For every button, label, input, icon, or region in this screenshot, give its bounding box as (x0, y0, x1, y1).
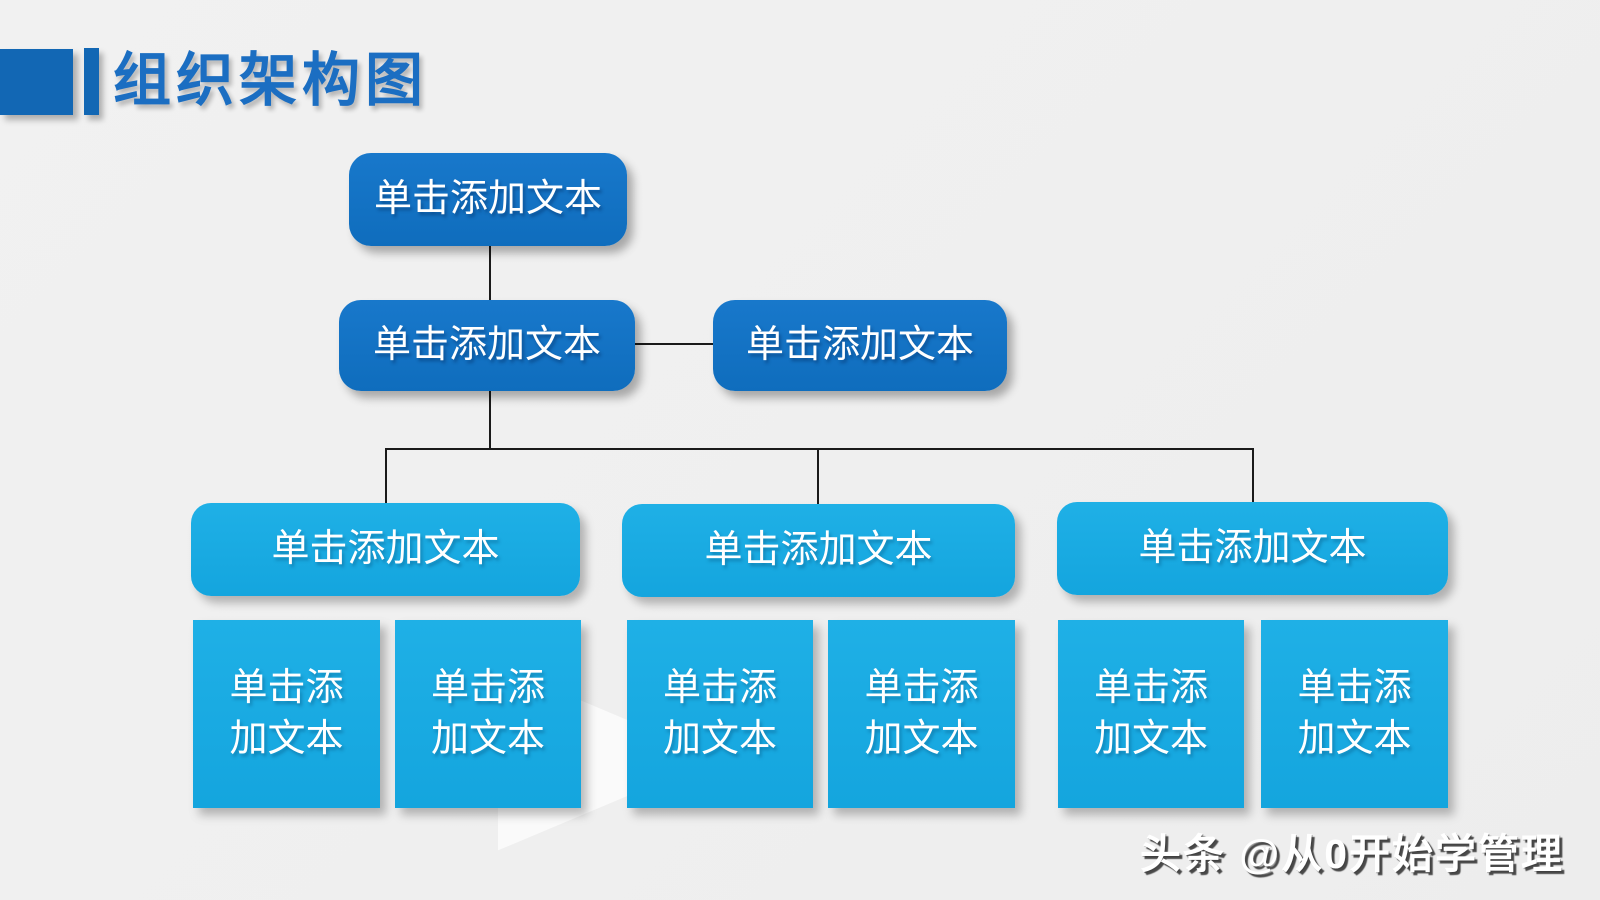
org-node-level2-2-label: 单击添加文本 (745, 323, 974, 366)
org-node-level2-2[interactable]: 单击添加文本 (713, 300, 1007, 391)
org-node-leaf-2[interactable]: 单击添加文本 (395, 620, 581, 808)
org-node-level3-1[interactable]: 单击添加文本 (191, 503, 580, 596)
org-node-leaf-2-label: 单击添加文本 (430, 667, 545, 760)
org-node-leaf-6-label: 单击添加文本 (1297, 667, 1412, 760)
title-accent-square (0, 49, 73, 115)
org-node-root-label: 单击添加文本 (373, 177, 602, 220)
org-node-leaf-5[interactable]: 单击添加文本 (1058, 620, 1244, 808)
org-node-leaf-1[interactable]: 单击添加文本 (193, 620, 380, 808)
org-node-leaf-6[interactable]: 单击添加文本 (1261, 620, 1448, 808)
watermark-text: 头条 @从0开始学管理 (1139, 831, 1564, 877)
org-node-level3-3-label: 单击添加文本 (1138, 526, 1367, 569)
org-node-root[interactable]: 单击添加文本 (349, 153, 627, 246)
page-title[interactable]: 组织架构图 (113, 48, 429, 113)
title-accent-bar (84, 48, 99, 115)
org-node-level3-3[interactable]: 单击添加文本 (1057, 502, 1448, 595)
org-node-level2-1-label: 单击添加文本 (372, 323, 601, 366)
org-node-leaf-1-label: 单击添加文本 (229, 667, 344, 760)
org-node-leaf-3[interactable]: 单击添加文本 (627, 620, 813, 808)
org-node-level2-1[interactable]: 单击添加文本 (339, 300, 635, 391)
org-node-leaf-4[interactable]: 单击添加文本 (828, 620, 1015, 808)
org-node-leaf-4-label: 单击添加文本 (864, 667, 979, 760)
org-node-leaf-3-label: 单击添加文本 (662, 667, 777, 760)
org-node-leaf-5-label: 单击添加文本 (1093, 667, 1208, 760)
org-node-level3-2[interactable]: 单击添加文本 (622, 504, 1015, 597)
org-node-level3-1-label: 单击添加文本 (271, 527, 500, 570)
org-node-level3-2-label: 单击添加文本 (704, 528, 933, 571)
